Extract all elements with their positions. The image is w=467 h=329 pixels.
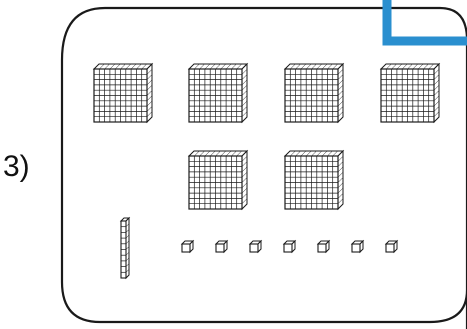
hundred-flat xyxy=(189,64,247,122)
corner-accent xyxy=(387,0,467,41)
one-cube xyxy=(284,241,295,252)
ones-blocks xyxy=(182,241,397,252)
tens-blocks xyxy=(121,218,129,278)
one-cube xyxy=(352,241,363,252)
card-frame xyxy=(62,8,467,329)
hundred-flat xyxy=(285,64,343,122)
one-cube xyxy=(216,241,227,252)
one-cube xyxy=(318,241,329,252)
one-cube xyxy=(386,241,397,252)
hundred-flat xyxy=(94,64,152,122)
one-cube xyxy=(182,241,193,252)
hundreds-blocks xyxy=(94,64,439,209)
one-cube xyxy=(250,241,261,252)
ten-rod xyxy=(121,218,129,278)
hundred-flat xyxy=(285,151,343,209)
hundred-flat xyxy=(381,64,439,122)
hundred-flat xyxy=(189,151,247,209)
